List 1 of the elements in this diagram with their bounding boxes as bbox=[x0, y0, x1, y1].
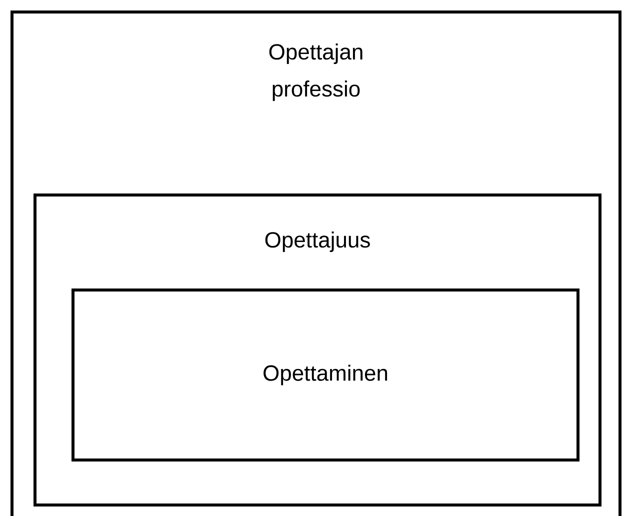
box: Opettaminen bbox=[72, 288, 580, 462]
